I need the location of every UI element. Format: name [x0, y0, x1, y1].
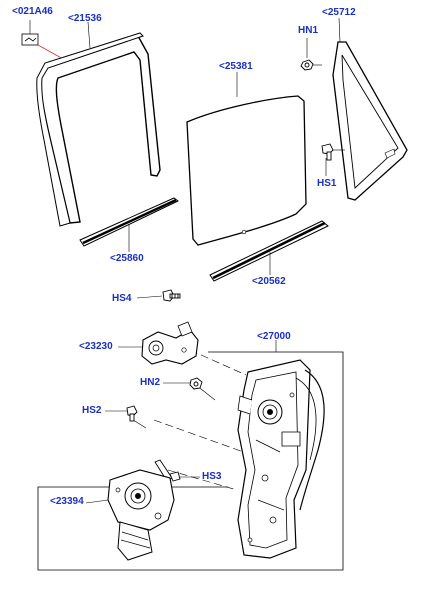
callout-hn2[interactable]: HN2: [140, 377, 161, 388]
regulator-assembly-frame: [37, 351, 344, 571]
callout-27000[interactable]: <27000: [257, 331, 291, 342]
callout-20562[interactable]: <20562: [252, 276, 286, 287]
drive-motor: [107, 469, 175, 561]
leader-25712: [338, 17, 341, 43]
hex-nut-hn2: [189, 377, 203, 390]
callout-23230[interactable]: <23230: [79, 341, 113, 352]
leader-21536: [87, 21, 91, 49]
callout-25860[interactable]: <25860: [110, 253, 144, 264]
part-label-tag: [21, 33, 39, 46]
window-regulator: [237, 359, 325, 559]
callout-25381[interactable]: <25381: [219, 61, 253, 72]
quarter-window-glass: [332, 41, 408, 201]
screw-hs1: [321, 143, 334, 161]
glass-run-channel: [36, 32, 161, 227]
callout-hn1[interactable]: HN1: [298, 25, 319, 36]
callout-hs3[interactable]: HS3: [202, 471, 222, 482]
bolt-hs4: [162, 289, 181, 302]
callout-hs1[interactable]: HS1: [317, 178, 337, 189]
callout-23394[interactable]: <23394: [50, 496, 84, 507]
callout-hs2[interactable]: HS2: [82, 405, 102, 416]
outer-belt-weatherstrip: [209, 220, 329, 282]
callout-hs4[interactable]: HS4: [112, 293, 132, 304]
screw-hs2: [126, 405, 138, 422]
inner-belt-weatherstrip: [79, 197, 179, 247]
leader-23394: [85, 499, 109, 504]
hex-nut-hn1: [300, 59, 314, 71]
leader-hs4: [136, 295, 163, 299]
leader-red-021A46: [37, 44, 66, 61]
window-regulator-motor: [141, 321, 199, 365]
callout-021A46[interactable]: <021A46: [12, 6, 53, 17]
stud-hs3: [154, 459, 181, 482]
alignment-lines: [153, 349, 253, 491]
door-glass: [186, 95, 307, 246]
callout-25712[interactable]: <25712: [322, 7, 356, 18]
callout-21536[interactable]: <21536: [68, 13, 102, 24]
